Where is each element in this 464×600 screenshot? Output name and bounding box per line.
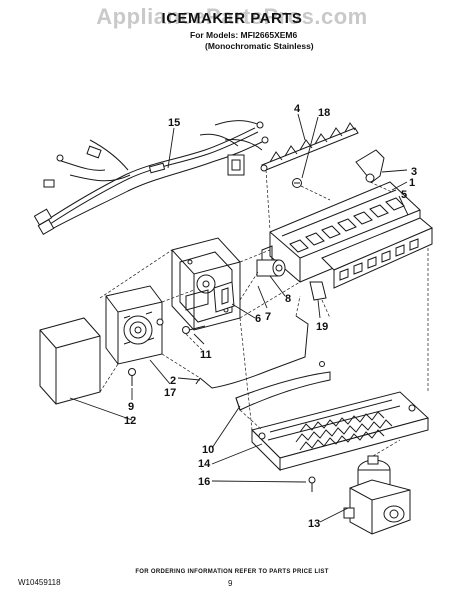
stripper-part (321, 217, 433, 289)
callout-18: 18 (318, 107, 330, 119)
screw-part-16 (308, 476, 316, 492)
callout-6: 6 (255, 313, 261, 325)
models-line: For Models: MFI2665XEM6 (190, 30, 298, 40)
water-valve-part (343, 439, 411, 535)
gear-assembly-part (105, 285, 164, 365)
callout-16: 16 (198, 476, 210, 488)
callout-9: 9 (128, 401, 134, 413)
screw-part-9 (128, 368, 136, 386)
callout-4: 4 (294, 103, 301, 115)
motor-part (256, 259, 286, 277)
assembly-guide-lines (99, 169, 429, 431)
page-number: 9 (228, 579, 233, 588)
callout-11: 11 (200, 349, 212, 361)
screw-part-11 (182, 325, 206, 351)
variant-line: (Monochromatic Stainless) (205, 41, 314, 51)
callout-7: 7 (265, 311, 271, 323)
watermark: AppliancePartsPros.com (96, 4, 368, 29)
document-number: W10459118 (18, 578, 61, 587)
callout-3: 3 (411, 166, 417, 178)
callout-10: 10 (202, 444, 214, 456)
leader-lines (69, 113, 409, 523)
callout-8: 8 (285, 293, 291, 305)
wire-harness-part (33, 120, 269, 236)
cover-part (39, 317, 101, 405)
callout-2: 2 (170, 375, 176, 387)
clip-part-19 (309, 281, 327, 301)
callout-1: 1 (409, 177, 415, 189)
bail-arm-part (195, 315, 309, 389)
screw-part-18 (292, 178, 331, 201)
mounting-plate-part (213, 281, 235, 313)
ordering-footer-note: FOR ORDERING INFORMATION REFER TO PARTS … (135, 569, 329, 575)
heater-base-part (251, 391, 430, 472)
shield-part (235, 361, 331, 411)
callout-labels: 15 4 18 3 1 5 7 6 8 19 11 2 17 9 12 10 1… (124, 103, 417, 530)
ice-mold-part (261, 181, 421, 283)
callout-17: 17 (164, 387, 176, 399)
page-title: ICEMAKER PARTS (161, 10, 303, 27)
callout-13: 13 (308, 518, 320, 530)
mounting-bracket-part (355, 149, 385, 183)
ejector-blade-part (260, 122, 359, 172)
callout-5: 5 (401, 189, 407, 201)
callout-12: 12 (124, 415, 136, 427)
callout-15: 15 (168, 117, 180, 129)
callout-19: 19 (316, 321, 328, 333)
callout-14: 14 (198, 458, 211, 470)
